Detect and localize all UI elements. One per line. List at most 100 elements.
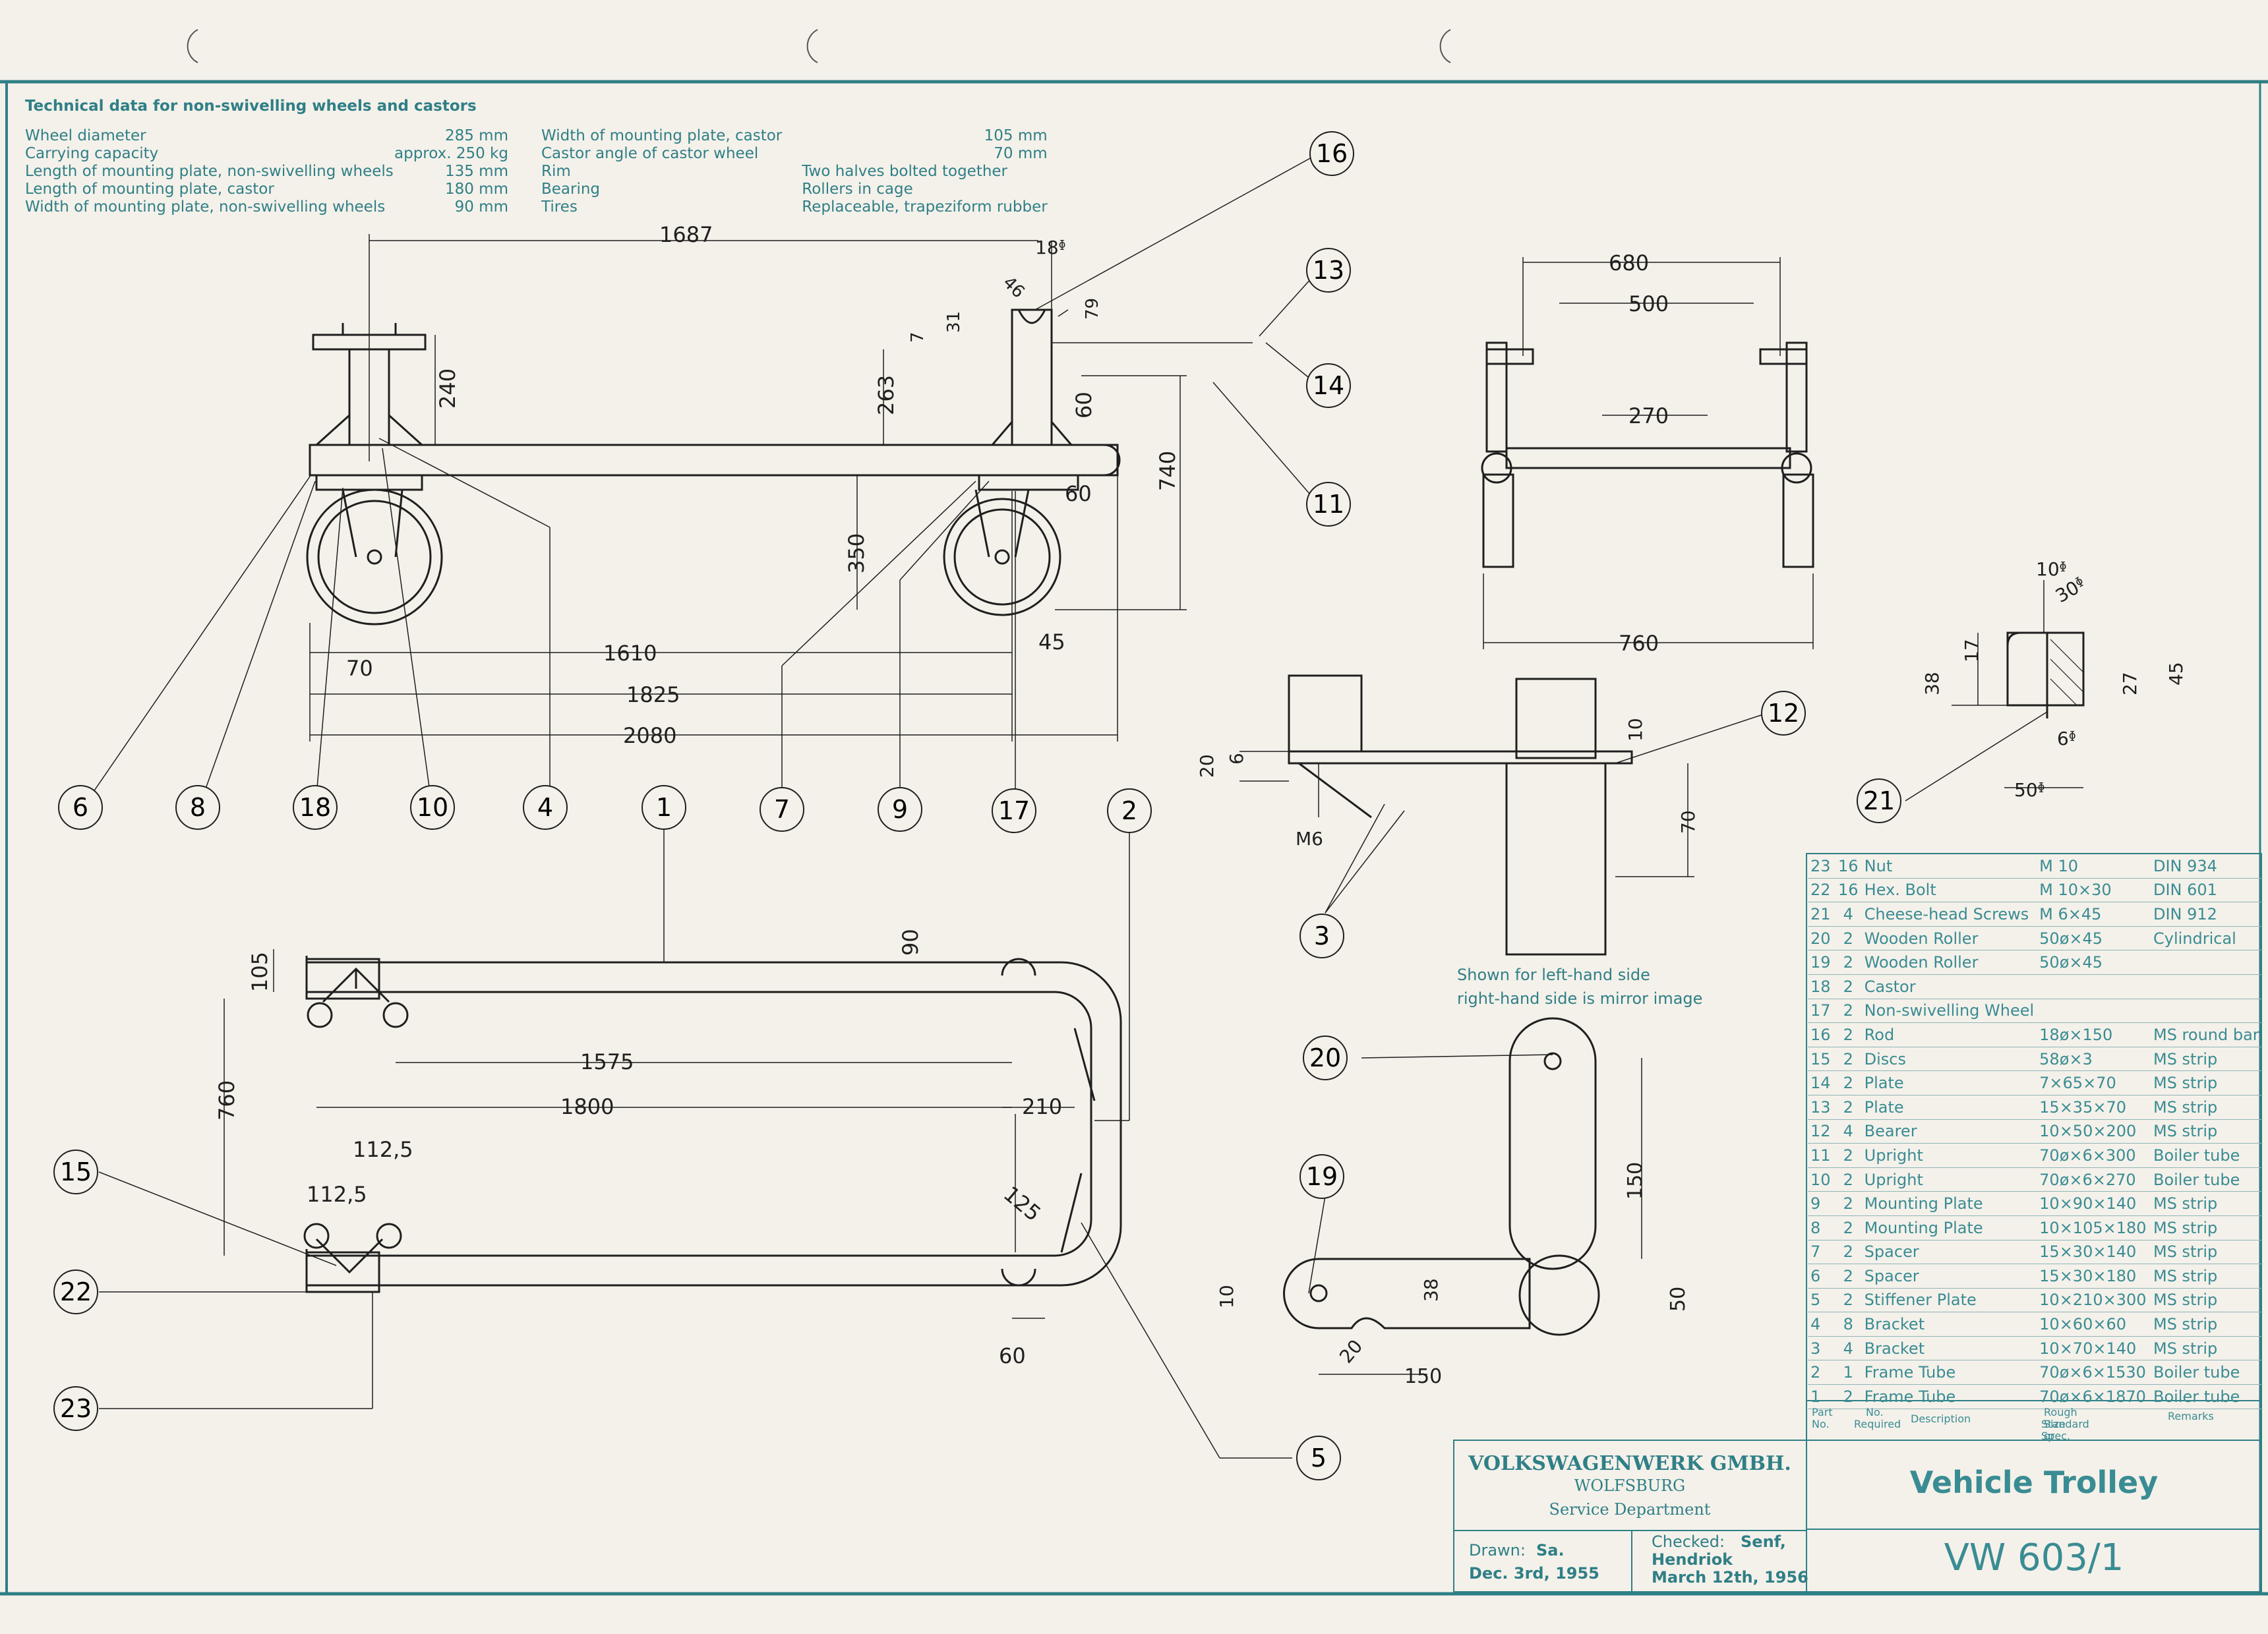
table-cell: 8	[1808, 1215, 1835, 1240]
dim-105: 105	[247, 952, 272, 992]
callout-3: 3	[1299, 914, 1344, 958]
table-cell: 13	[1808, 1095, 1835, 1120]
table-cell: M 6×45	[2037, 902, 2151, 927]
table-cell: 15×30×140	[2037, 1240, 2151, 1265]
bracket-detail	[1239, 674, 1694, 956]
table-cell: Castor	[1861, 974, 2037, 999]
table-cell: 10×210×300	[2037, 1288, 2151, 1313]
table-cell: 15	[1808, 1047, 1835, 1072]
hdr-size-1: Rough Size or	[2044, 1406, 2077, 1442]
svg-text:15: 15	[60, 1157, 92, 1186]
table-cell: Wooden Roller	[1861, 926, 2037, 951]
dim-45: 45	[1038, 629, 1065, 655]
table-cell: 2	[1834, 1215, 1862, 1240]
svg-text:12: 12	[1768, 699, 1799, 728]
table-cell	[2037, 999, 2151, 1024]
table-cell: MS strip	[2150, 1312, 2263, 1337]
table-cell: 4	[1834, 1119, 1862, 1144]
table-cell: 10×70×140	[2037, 1336, 2151, 1361]
dim-1610: 1610	[603, 641, 657, 666]
svg-text:6: 6	[73, 793, 88, 822]
drawn-date: Dec. 3rd, 1955	[1469, 1564, 1599, 1583]
dim-7: 7	[908, 332, 928, 343]
svg-text:22: 22	[60, 1277, 92, 1306]
table-cell: 2	[1834, 1070, 1862, 1095]
table-cell: Rod	[1861, 1022, 2037, 1047]
dim-6d-roller: 6ᶲ	[2057, 728, 2076, 749]
callout-1: 1	[642, 785, 686, 830]
dim-60a: 60	[1071, 392, 1096, 419]
table-cell: 70ø×6×270	[2037, 1167, 2151, 1192]
dim-27-roller: 27	[2119, 672, 2141, 695]
table-cell: Boiler tube	[2150, 1143, 2263, 1168]
table-cell: Upright	[1861, 1143, 2037, 1168]
callout-4: 4	[523, 785, 568, 830]
table-cell: 14	[1808, 1070, 1835, 1095]
table-cell: Bracket	[1861, 1312, 2037, 1337]
dim-1687: 1687	[659, 222, 713, 247]
callout-14: 14	[1306, 363, 1351, 408]
table-cell: 15×35×70	[2037, 1095, 2151, 1120]
svg-text:18: 18	[299, 793, 331, 822]
dim-1825: 1825	[626, 682, 680, 707]
checked-by-2: Hendriok	[1652, 1550, 1733, 1569]
table-cell: Non-swivelling Wheel	[1861, 999, 2037, 1024]
mirror-note-line2: right-hand side is mirror image	[1457, 989, 1702, 1008]
table-cell: 15×30×180	[2037, 1264, 2151, 1289]
table-cell: 17	[1808, 999, 1835, 1024]
table-cell: 2	[1834, 1240, 1862, 1265]
plan-view	[224, 949, 1122, 1319]
table-cell: 12	[1808, 1119, 1835, 1144]
table-cell: Bearer	[1861, 1119, 2037, 1144]
table-cell	[2150, 950, 2263, 975]
table-cell: Spacer	[1861, 1264, 2037, 1289]
dim-150-lever-h: 150	[1404, 1365, 1442, 1388]
callout-22: 22	[53, 1269, 98, 1314]
table-cell: 16	[1834, 878, 1862, 903]
table-cell: 1	[1834, 1360, 1862, 1386]
dim-50-lever: 50	[1667, 1287, 1690, 1312]
checked-date: March 12th, 1956	[1652, 1568, 1808, 1587]
callout-20: 20	[1303, 1036, 1348, 1080]
table-cell: 4	[1808, 1312, 1835, 1337]
hdr-req-1: No.	[1866, 1406, 1884, 1418]
table-cell: Discs	[1861, 1047, 2037, 1072]
svg-text:23: 23	[60, 1394, 92, 1423]
table-cell: Boiler tube	[2150, 1360, 2263, 1386]
table-cell: 2	[1834, 1047, 1862, 1072]
table-cell	[2037, 974, 2151, 999]
hdr-remarks: Remarks	[2168, 1410, 2214, 1422]
svg-text:19: 19	[1306, 1162, 1338, 1191]
table-cell: 9	[1808, 1191, 1835, 1216]
table-cell: 4	[1834, 902, 1862, 927]
svg-text:16: 16	[1316, 139, 1348, 168]
table-cell: 2	[1834, 1288, 1862, 1313]
dim-760-end: 760	[1619, 631, 1659, 656]
table-cell: 2	[1834, 999, 1862, 1024]
callout-21: 21	[1857, 778, 1901, 823]
dim-10-lever: 10	[1216, 1285, 1238, 1308]
svg-text:8: 8	[190, 793, 206, 822]
svg-text:13: 13	[1313, 256, 1344, 285]
table-cell: 10	[1808, 1167, 1835, 1192]
dim-20-lever: 20	[1335, 1335, 1367, 1368]
svg-text:7: 7	[774, 795, 790, 824]
table-cell: 3	[1808, 1336, 1835, 1361]
technical-data-heading: Technical data for non-swivelling wheels…	[25, 98, 477, 115]
table-cell: 20	[1808, 926, 1835, 951]
svg-text:2: 2	[1121, 796, 1137, 825]
svg-text:5: 5	[1311, 1444, 1327, 1473]
table-cell: Mounting Plate	[1861, 1215, 2037, 1240]
table-cell: 4	[1834, 1336, 1862, 1361]
